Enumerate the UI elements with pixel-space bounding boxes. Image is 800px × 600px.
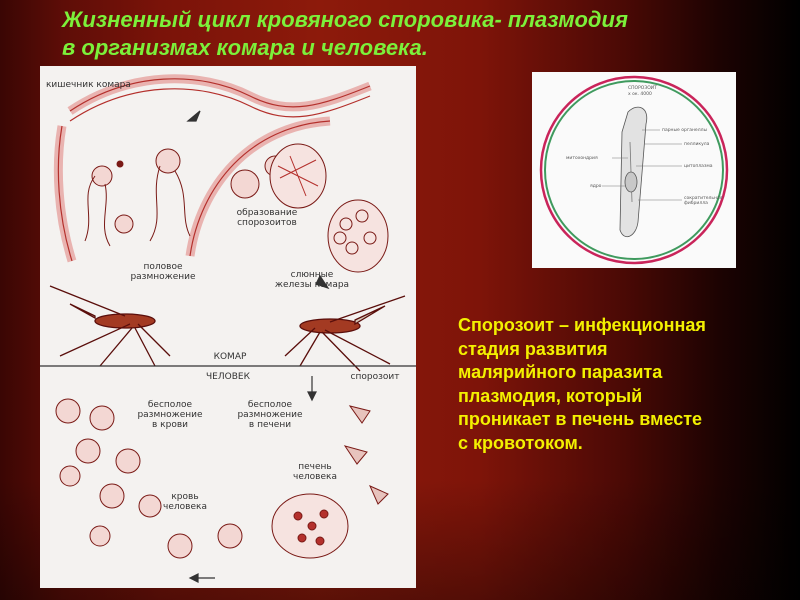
caption-line-5: проникает в печень вместе [458,409,703,429]
mosquito-left [49,285,171,367]
sporozoite-illustration [539,75,729,265]
label-pellicle: пелликула [684,142,710,147]
label-human-liver: печень человека [293,462,337,482]
caption-line-6: с кровотоком. [458,432,583,453]
mosquito-gut-tube [67,74,372,122]
mosquito-right [284,295,406,372]
sporozoite-body [619,106,648,238]
blood-cells [55,398,243,559]
label-magnification: х ок. 4000 [628,92,652,97]
label-paired-organelles: парные органеллы [662,128,707,133]
label-sporozoite-formation: образование спорозоитов [236,208,298,228]
slide-title: Жизненный цикл кровяного споровика- плаз… [62,6,782,62]
pointer-lines [602,129,682,201]
sporozoite-detail: СПОРОЗОИТ х ок. 4000 парные органеллы пе… [532,72,736,268]
label-cytoplasm: цитоплазма [684,164,713,169]
sporozoite-caption: Спорозоит – инфекционная стадия развития… [458,314,788,455]
label-mitochondrion: митохондрия [566,156,598,161]
cycle-arrows [186,110,330,583]
label-salivary-glands: слюнные железы комара [274,270,350,290]
title-line-1: Жизненный цикл кровяного споровика- плаз… [62,7,628,32]
gut-tube-right-arc [185,116,331,257]
label-nucleus: ядро [590,184,602,189]
liver-cells [271,405,389,559]
salivary-gland [327,199,389,273]
oocyst [269,143,327,209]
label-human: ЧЕЛОВЕК [206,372,250,382]
title-line-2: в организмах комара и человека. [62,35,428,60]
caption-line-2: стадия развития [458,338,608,359]
flagella [84,165,191,247]
life-cycle-illustration [40,74,416,583]
label-asexual-liver: бесполое размножение в печени [237,400,303,430]
label-asexual-blood: бесполое размножение в крови [137,400,203,430]
label-human-blood: кровь человека [163,492,207,512]
label-sporozoite: спорозоит [350,372,400,382]
caption-line-4: плазмодия, который [458,385,643,406]
label-mosquito: КОМАР [213,352,247,362]
inner-ring [544,80,724,260]
gut-tube-left-vertical [53,125,77,263]
label-mosquito-gut: кишечник комара [46,80,131,90]
life-cycle-diagram: кишечник комара половое размножение обра… [40,66,416,588]
label-contractile-fibril: сократительная фибрилла [684,196,723,206]
label-sexual-reproduction: половое размножение [130,262,196,282]
label-sporozoite-title: СПОРОЗОИТ [628,86,657,91]
caption-line-1: Спорозоит – инфекционная [458,315,706,335]
caption-line-3: малярийного паразита [458,362,663,382]
outer-ring [539,75,729,265]
